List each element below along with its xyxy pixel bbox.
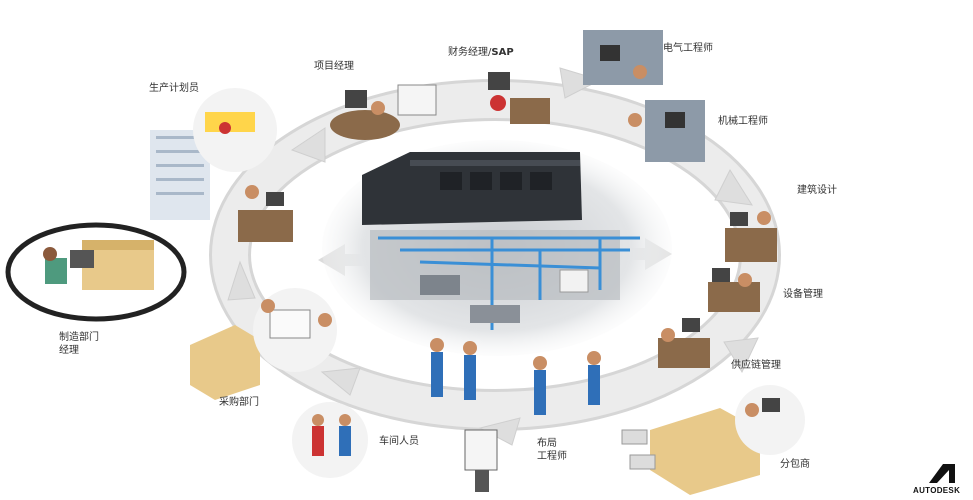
workshop-illustration <box>292 402 368 478</box>
manufacturing-manager-line1: 制造部门 <box>59 332 99 343</box>
subcontractor-illustration <box>621 385 805 495</box>
finance-manager-label: 财务经理/SAP <box>448 46 514 59</box>
autodesk-wordmark: AUTODESK <box>913 486 961 495</box>
architectural-design-label: 建筑设计 <box>797 185 837 196</box>
layout-engineer-line2: 工程师 <box>537 451 567 462</box>
equipment-management-illustration <box>708 268 760 312</box>
purchasing-illustration <box>190 288 337 400</box>
purchasing-department-label: 采购部门 <box>219 397 259 408</box>
layout-engineer-illustration <box>430 338 601 492</box>
autodesk-logo: AUTODESK <box>913 462 969 498</box>
project-manager-label: 项目经理 <box>314 61 354 72</box>
factory-illustration <box>322 140 672 356</box>
electrical-engineer-label: 电气工程师 <box>663 43 713 54</box>
manufacturing-manager-label: 制造部门 经理 <box>59 331 99 357</box>
workshop-staff-label: 车间人员 <box>379 436 419 447</box>
manufacturing-manager-line2: 经理 <box>59 345 79 356</box>
finance-manager-illustration <box>488 72 550 124</box>
mechanical-engineer-label: 机械工程师 <box>718 116 768 127</box>
sap-text: SAP <box>491 47 514 58</box>
equipment-management-label: 设备管理 <box>783 289 823 300</box>
electrical-engineer-illustration <box>583 30 663 85</box>
subcontractor-label: 分包商 <box>780 459 810 470</box>
manufacturing-manager-illustration <box>43 240 154 290</box>
layout-engineer-line1: 布局 <box>537 438 557 449</box>
ring-arrows <box>227 67 759 446</box>
mechanical-engineer-illustration <box>628 100 705 162</box>
finance-manager-text: 财务经理/ <box>448 47 492 58</box>
architectural-design-illustration <box>725 211 777 262</box>
office-worker-illustration <box>238 185 293 242</box>
autodesk-logo-mark <box>929 464 955 483</box>
supply-chain-label: 供应链管理 <box>731 360 781 371</box>
layout-engineer-label: 布局 工程师 <box>537 437 567 463</box>
production-planner-label: 生产计划员 <box>149 83 199 94</box>
highlight-ellipse <box>5 222 187 322</box>
production-planner-illustration <box>150 88 277 220</box>
project-manager-illustration <box>330 84 437 140</box>
supply-chain-illustration <box>658 318 710 368</box>
